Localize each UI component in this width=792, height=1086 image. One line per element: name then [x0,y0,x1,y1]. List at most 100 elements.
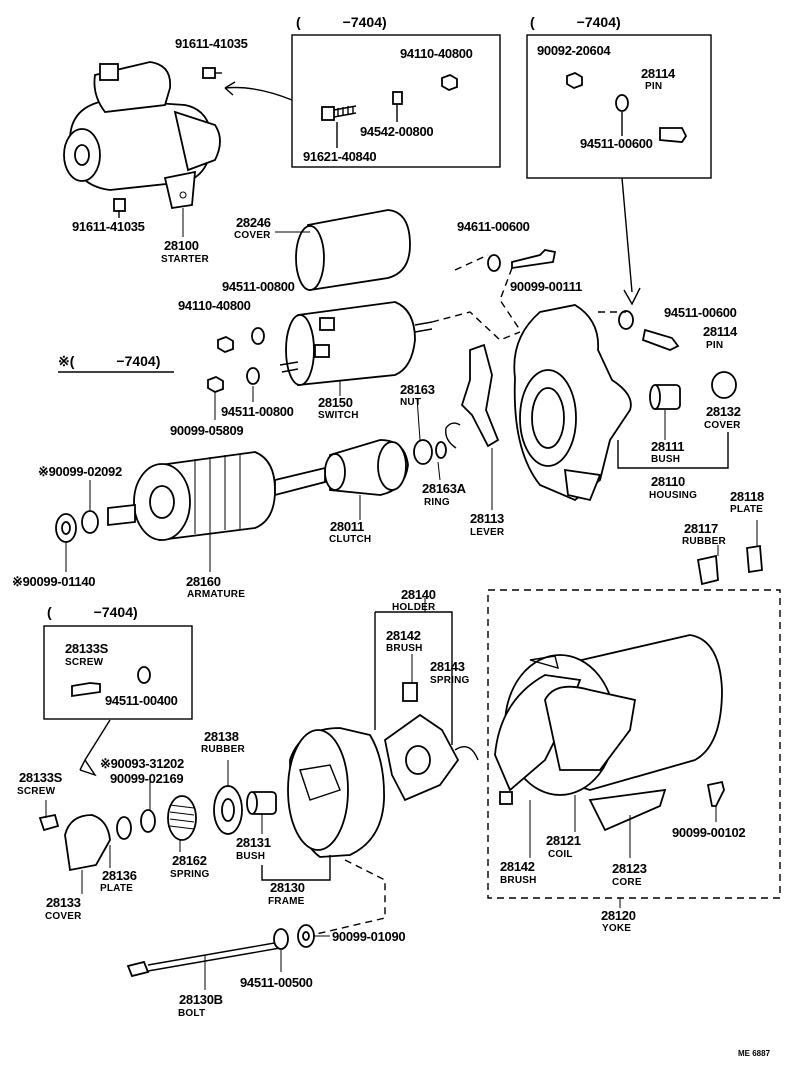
part-name: BRUSH [500,875,537,886]
part-name: CORE [612,877,642,888]
washer-94511-box [615,94,629,112]
dashed-link-frame-bolt [311,859,386,936]
bush-28111 [649,384,681,410]
part-name: SCREW [65,657,104,668]
part-name: STARTER [161,254,209,265]
part-number: 90092-20604 [537,43,611,58]
box-header-top-middle: ( −7404) [296,14,387,30]
part-number: 28133S [19,770,63,785]
part-name: COVER [45,911,82,922]
part-number: 90099-05809 [170,423,244,438]
part-number: 28118 [730,489,764,504]
washer-94511-00500 [273,928,289,950]
part-number: 28110 [651,474,685,489]
ring-28163A [445,422,461,449]
arrow-box-to-screw [79,719,111,777]
bracket-28130 [261,855,331,881]
part-name: HOLDER [392,602,436,613]
part-number: 94511-00400 [105,693,178,708]
drawing-code: ME 6887 [738,1049,771,1058]
part-name: COVER [234,230,271,241]
brush-28142-b [499,791,513,805]
leader-lines [45,208,758,937]
bush-28131 [246,791,277,815]
part-name: COVER [704,420,741,431]
part-name: FRAME [268,896,305,907]
part-number: 28140 [401,587,436,602]
part-name: RING [424,497,450,508]
armature-28160 [107,451,326,542]
washer-90099-02092 [81,510,99,534]
starter-assembly-drawing [63,61,221,210]
part-number: 28123 [612,861,647,876]
part-number: 28131 [236,835,271,850]
cover-28132 [711,371,737,399]
part-number: 28011 [330,519,364,534]
arrow-box-to-housing [621,177,641,306]
yoke-28120 [494,634,723,832]
part-name: LEVER [470,527,505,538]
part-number: 94542-00800 [360,124,434,139]
plate-28118 [746,544,763,574]
dashed-link-switch-housing [431,311,521,341]
part-name: RUBBER [201,744,245,755]
part-name: BRUSH [386,643,423,654]
washer-94511-a [251,327,265,345]
part-number: 28114 [703,324,737,339]
frame-28130 [287,727,385,858]
part-name: PIN [706,340,724,351]
washer-94511-right [618,310,634,330]
arrow-box-to-starter [224,81,293,101]
part-number: ※90099-02092 [38,464,122,479]
part-number: 90099-00111 [510,279,582,294]
washer-90099-02169 [140,809,156,833]
part-number: 28132 [706,404,741,419]
part-number: 94110-40800 [178,298,251,313]
switch-28150 [279,301,433,386]
part-number: ※90093-31202 [100,756,184,771]
bolt-91621 [321,105,357,121]
part-name: SCREW [17,786,56,797]
part-name: YOKE [602,923,632,934]
bolt-91611-bottom [113,198,126,218]
part-number: 28163A [422,481,466,496]
part-number: 94110-40800 [400,46,473,61]
part-name: RUBBER [682,536,726,547]
brush-holder-28140 [384,682,479,802]
part-name: CLUTCH [329,534,372,545]
part-number: 28136 [102,868,137,883]
bolt-90099-00111 [511,249,557,270]
part-number: 28130B [179,992,223,1007]
washer-94511-b [246,367,260,385]
washer-94611 [487,254,501,272]
part-number: 94511-00800 [222,279,295,294]
screw-90099-00102 [706,780,725,807]
bracket-28110 [617,432,729,469]
part-number: 28143 [430,659,465,674]
part-name: PLATE [730,504,764,515]
part-number: 91611-41035 [72,219,145,234]
screw-28133S [38,813,60,832]
cover-28133 [64,814,111,872]
part-name: ARMATURE [187,589,246,600]
pin-28114-box [659,127,688,143]
part-number: 28163 [400,382,435,397]
part-name: BUSH [651,454,681,465]
dashed-link-bolt [454,254,521,331]
part-number: 28133 [46,895,81,910]
spring-28162 [167,795,197,841]
part-number: 90099-02169 [110,771,184,786]
part-name: BUSH [236,851,266,862]
box-header-top-right: ( −7404) [530,14,621,30]
clutch-28011 [324,439,409,496]
part-number: 28117 [684,521,718,536]
old-type-box-top-middle [291,34,501,168]
part-number: ※90099-01140 [12,574,96,589]
part-number: 28130 [270,880,305,895]
part-number: 94511-00500 [240,975,313,990]
bolt-28130B [126,941,281,978]
part-name: HOUSING [649,490,698,501]
part-number: 28246 [236,215,271,230]
bracket-28140 [374,611,453,745]
nut-90099-05809 [207,376,224,393]
